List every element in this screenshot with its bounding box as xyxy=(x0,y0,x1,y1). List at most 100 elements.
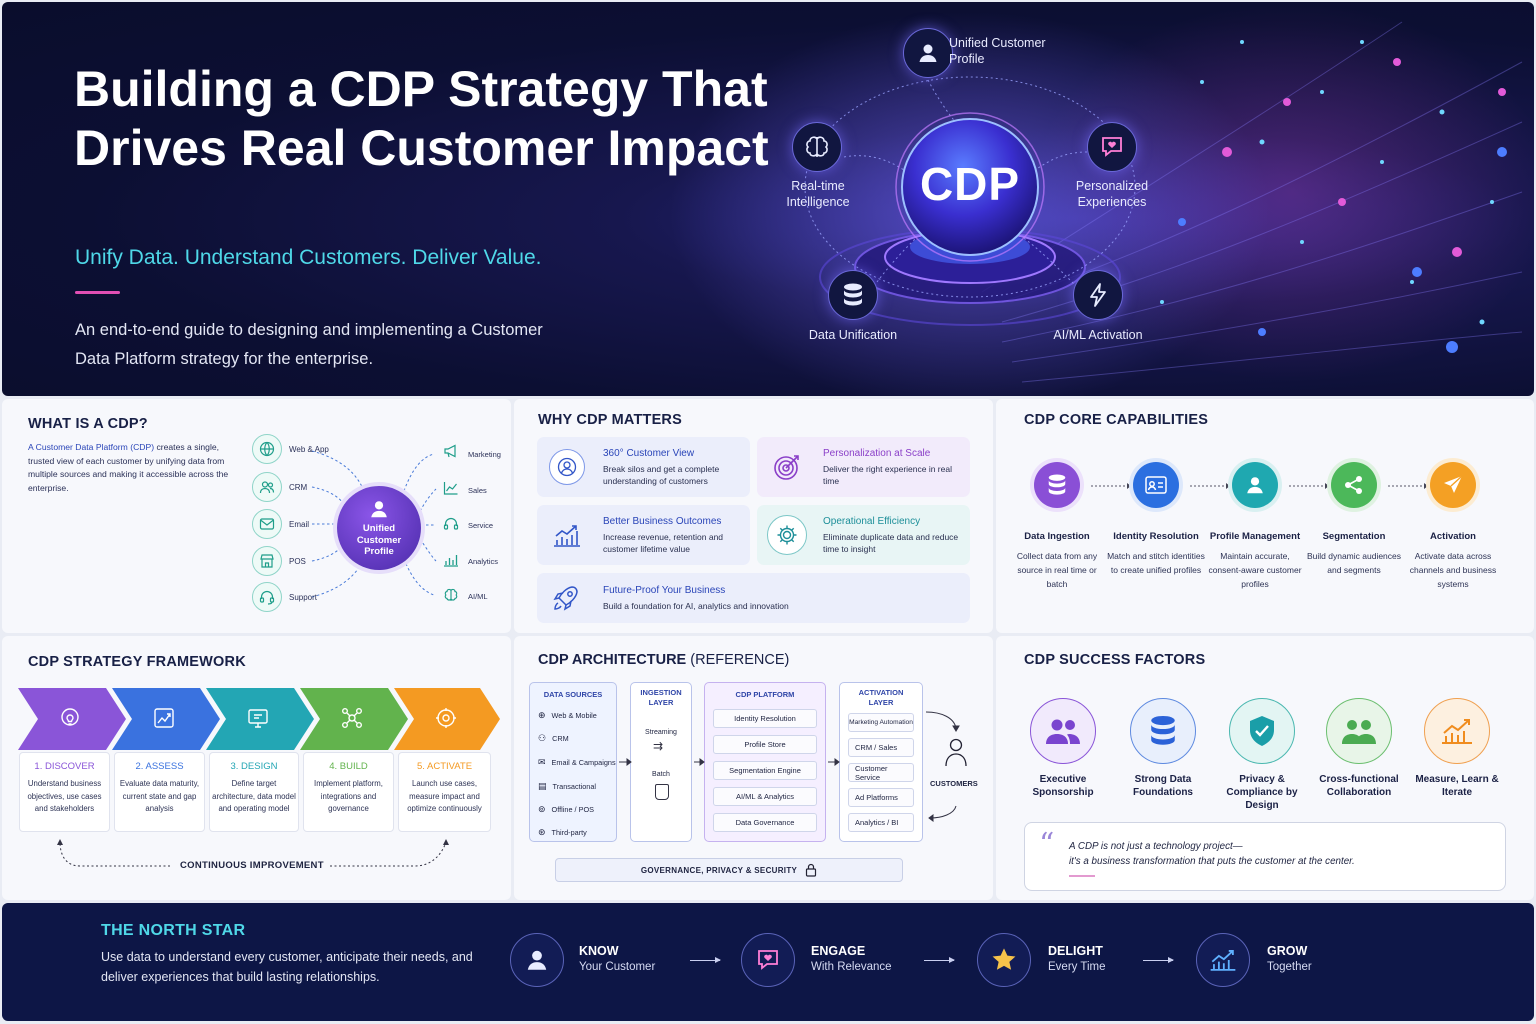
megaphone-icon xyxy=(442,442,460,460)
north-star-heading: THE NORTH STAR xyxy=(101,922,246,939)
why-card: 360° Customer View Break silos and get a… xyxy=(537,437,750,497)
north-step-sub: With Relevance xyxy=(811,961,892,973)
activation-item: CRM / Sales xyxy=(848,738,914,757)
why-card-title: Better Business Outcomes xyxy=(603,516,722,527)
why-card: Better Business Outcomes Increase revenu… xyxy=(537,505,750,565)
growth-chart-icon xyxy=(1424,698,1490,764)
step-desc: Evaluate data maturity, current state an… xyxy=(119,779,200,813)
arrow-right-icon xyxy=(924,957,955,963)
hero-banner: Building a CDP Strategy That Drives Real… xyxy=(2,2,1534,396)
success-factors-panel: CDP SUCCESS FACTORS Executive Sponsorshi… xyxy=(996,636,1534,900)
why-card: Personalization at Scale Deliver the rig… xyxy=(757,437,970,497)
capability-title: Profile Management xyxy=(1209,531,1301,542)
output-label: Service xyxy=(468,521,494,530)
source-label: Web & App xyxy=(289,445,329,454)
step-desc: Launch use cases, measure impact and opt… xyxy=(407,779,482,813)
source-row: ⚇CRM xyxy=(538,732,569,743)
box-heading: DATA SOURCES xyxy=(543,690,603,699)
north-step-sub: Your Customer xyxy=(579,961,656,973)
paper-plane-icon xyxy=(1430,462,1476,508)
what-is-cdp-panel: WHAT IS A CDP? A Customer Data Platform … xyxy=(2,399,511,633)
brain-icon xyxy=(442,586,460,604)
section-heading: CDP CORE CAPABILITIES xyxy=(1024,412,1209,428)
box-heading: ACTIVATION LAYER xyxy=(858,688,904,707)
step-desc: Define target architecture, data model a… xyxy=(212,779,296,813)
store-icon xyxy=(252,546,282,576)
why-card-title: Operational Efficiency xyxy=(823,516,921,527)
framework-step-card: 1. DISCOVER Understand business objectiv… xyxy=(19,752,110,832)
ingestion-item: Streaming xyxy=(645,729,677,736)
line-chart-icon xyxy=(442,479,460,497)
north-step-title: ENGAGE xyxy=(811,944,866,958)
step-desc: Implement platform, integrations and gov… xyxy=(314,779,383,813)
governance-bar: GOVERNANCE, PRIVACY & SECURITY xyxy=(555,858,903,882)
hero-node-label: Real-time Intelligence xyxy=(786,179,850,209)
capability-title: Segmentation xyxy=(1322,531,1386,542)
globe-icon xyxy=(252,434,282,464)
why-card-desc: Increase revenue, retention and customer… xyxy=(603,532,724,554)
activation-item: Marketing Automation xyxy=(848,713,914,732)
source-row: ▤Transactional xyxy=(538,780,597,791)
hero-title: Building a CDP Strategy That Drives Real… xyxy=(74,61,769,176)
box-heading: INGESTION LAYER xyxy=(640,688,682,707)
user-icon xyxy=(903,28,953,78)
quote-text: A CDP is not just a technology project— … xyxy=(1069,841,1355,867)
cdp-platform-box: CDP PLATFORM Identity Resolution Profile… xyxy=(704,682,826,842)
design-screen-icon xyxy=(244,704,272,732)
north-step-sub: Every Time xyxy=(1048,961,1106,973)
north-step-sub: Together xyxy=(1267,961,1312,973)
step-title: 4. BUILD xyxy=(329,761,368,772)
section-heading: CDP ARCHITECTURE (REFERENCE) xyxy=(538,652,790,668)
capability-arrows xyxy=(1091,483,1428,489)
source-label: Support xyxy=(289,593,318,602)
why-card-desc: Build a foundation for AI, analytics and… xyxy=(603,601,789,611)
database-icon xyxy=(1034,462,1080,508)
hub-label: Unified Customer Profile xyxy=(356,523,402,558)
success-factor-title: Measure, Learn & Iterate xyxy=(1415,774,1499,798)
why-card-title: 360° Customer View xyxy=(603,448,695,459)
activation-item: Customer Service xyxy=(848,763,914,782)
step-desc: Understand business objectives, use case… xyxy=(27,779,102,813)
output-label: AI/ML xyxy=(468,592,488,601)
arrow-right-icon xyxy=(690,957,721,963)
rocket-gear-icon xyxy=(432,704,460,732)
capability-desc: Build dynamic audiences and segments xyxy=(1306,551,1402,575)
section-heading: WHAT IS A CDP? xyxy=(28,416,148,432)
capability-title: Data Ingestion xyxy=(1024,531,1090,542)
box-heading: CDP PLATFORM xyxy=(735,690,795,699)
output-label: Marketing xyxy=(468,450,501,459)
source-row: ⊛Third-party xyxy=(538,826,587,837)
streaming-icon: ⇉ xyxy=(653,739,664,753)
source-row: ✉Email & Campaigns xyxy=(538,756,616,767)
capability-desc: Maintain accurate, consent-aware custome… xyxy=(1208,551,1302,589)
step-title: 5. ACTIVATE xyxy=(416,761,473,772)
north-star-banner: THE NORTH STAR Use data to understand ev… xyxy=(2,903,1534,1021)
ingestion-layer-box: INGESTION LAYER Streaming ⇉ Batch xyxy=(630,682,692,842)
governance-label: GOVERNANCE, PRIVACY & SECURITY xyxy=(640,865,798,875)
why-cdp-matters-panel: WHY CDP MATTERS 360° Customer View Break… xyxy=(514,399,993,633)
source-label: POS xyxy=(289,557,306,566)
continuous-improvement-loop xyxy=(57,839,449,867)
capability-desc: Match and stitch identities to create un… xyxy=(1107,551,1205,575)
heart-chat-icon xyxy=(741,933,795,987)
platform-item: AI/ML & Analytics xyxy=(713,787,817,806)
source-row: ⊕Web & Mobile xyxy=(538,709,597,720)
cdp-definition-link: A Customer Data Platform (CDP) xyxy=(28,442,155,452)
heart-chat-icon xyxy=(1087,122,1137,172)
id-card-icon xyxy=(1133,462,1179,508)
lightbulb-search-icon xyxy=(56,704,84,732)
lightning-icon xyxy=(1073,270,1123,320)
output-label: Sales xyxy=(468,486,487,495)
hero-description: An end-to-end guide to designing and imp… xyxy=(75,321,543,368)
quote-underline xyxy=(1069,875,1095,877)
shield-check-icon xyxy=(1229,698,1295,764)
success-factor-title: Privacy & Compliance by Design xyxy=(1226,774,1298,811)
why-card: Operational Efficiency Eliminate duplica… xyxy=(757,505,970,565)
target-icon xyxy=(769,449,805,485)
growth-chart-icon xyxy=(1196,933,1250,987)
gear-icon xyxy=(767,515,807,555)
core-capabilities-panel: CDP CORE CAPABILITIES Data Ingestion Col… xyxy=(996,399,1534,633)
framework-step-card: 2. ASSESS Evaluate data maturity, curren… xyxy=(114,752,205,832)
quote-mark-icon: “ xyxy=(1039,827,1055,862)
hero-node-label: Personalized Experiences xyxy=(1075,179,1149,209)
